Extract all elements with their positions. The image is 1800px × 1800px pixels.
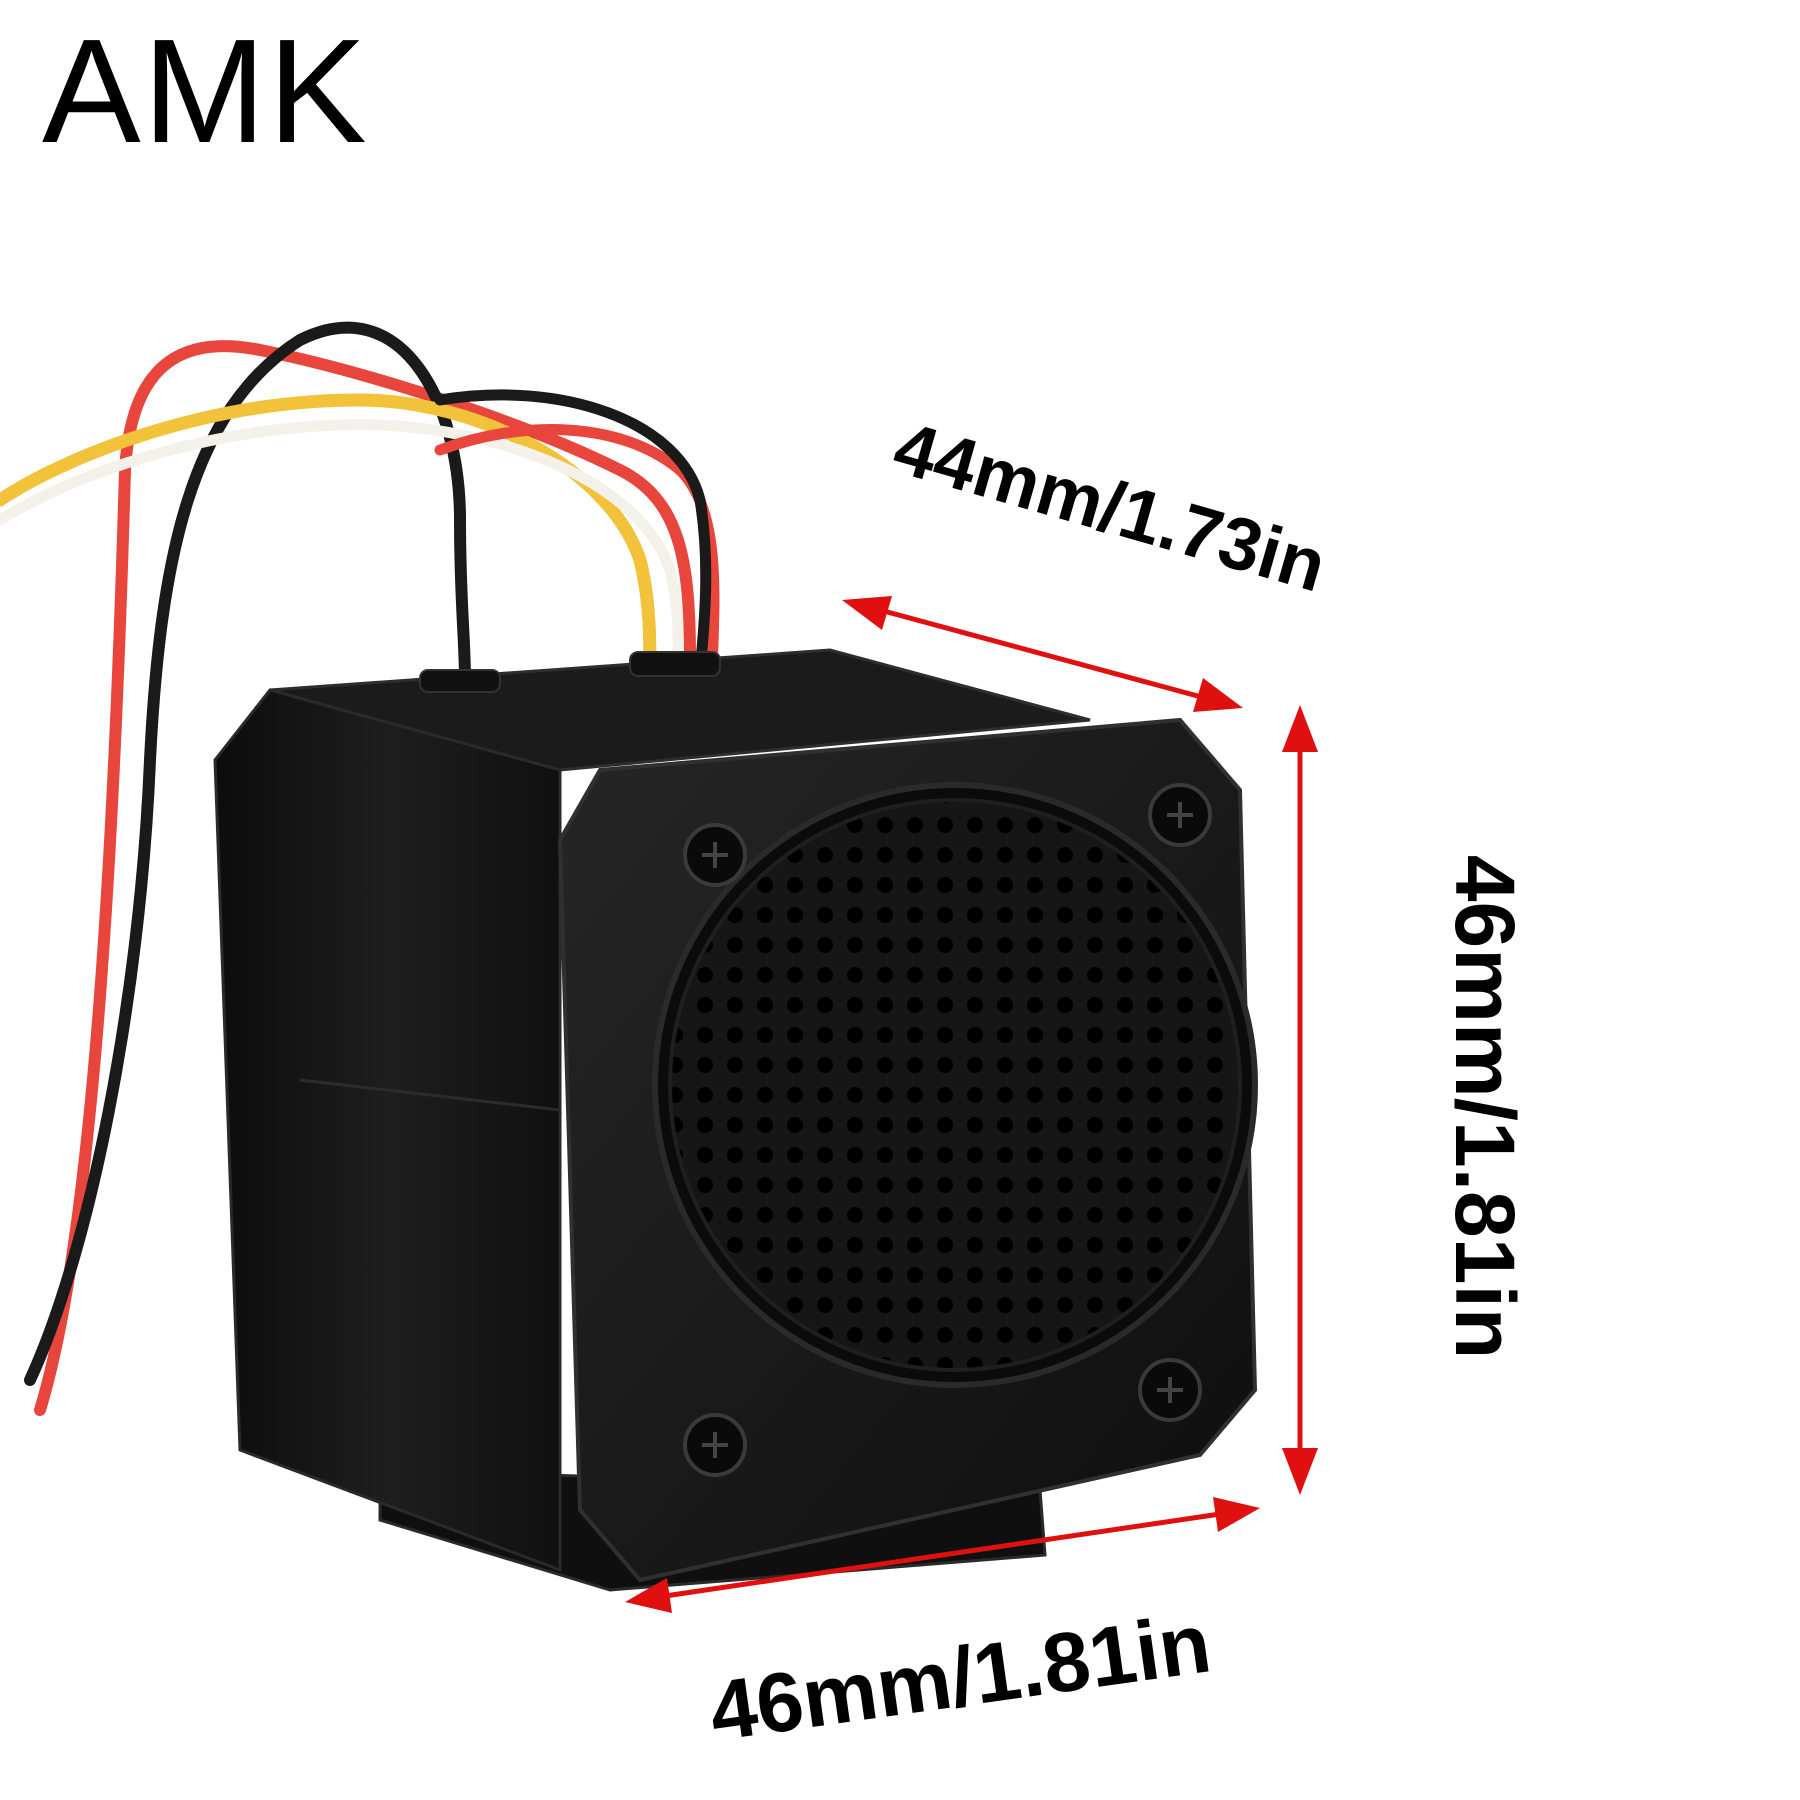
wire-black-right — [434, 389, 712, 676]
screw-icon — [1138, 1358, 1202, 1422]
dimension-arrows — [625, 596, 1318, 1613]
wire-red-right — [434, 424, 720, 676]
wire-white — [0, 419, 684, 676]
wire-grommet-1 — [419, 669, 501, 693]
wire-grommet-2 — [629, 651, 721, 677]
speaker-side — [213, 688, 562, 1573]
wire-bundle — [0, 321, 720, 1416]
screw-icon — [683, 823, 747, 887]
screw-icon — [683, 1413, 747, 1477]
wire-black-left — [24, 321, 471, 1386]
screw-icon — [1148, 783, 1212, 847]
wire-red-left — [34, 340, 696, 1416]
grille-icon — [652, 782, 1258, 1388]
height-dimension-label: 46mm/1.81in — [1438, 854, 1532, 1360]
wire-yellow — [0, 393, 657, 677]
arrow-height — [1282, 705, 1318, 1495]
arrow-depth — [625, 1497, 1260, 1613]
brand-logo: AMK — [42, 9, 369, 174]
arrow-width — [842, 596, 1243, 712]
